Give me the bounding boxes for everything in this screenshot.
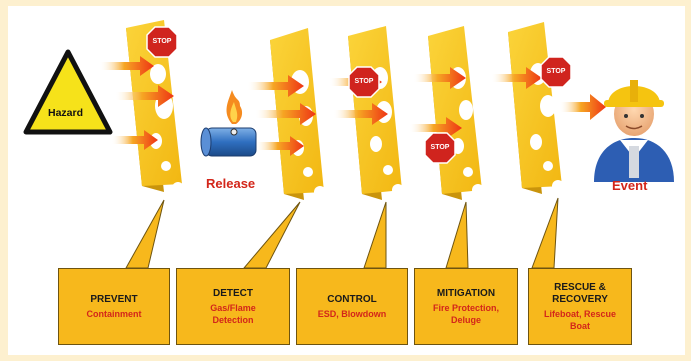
stop-sign-text: STOP — [152, 38, 172, 45]
callout-detect: DETECT Gas/Flame Detection — [176, 268, 290, 345]
callout-title: MITIGATION — [436, 287, 496, 299]
callout-subtitle: Lifeboat, Rescue Boat — [543, 308, 617, 331]
barrier-slice-5 — [508, 22, 564, 194]
arrow-icon — [116, 85, 174, 107]
callout-mitigation: MITIGATION Fire Protection, Deluge — [414, 268, 518, 345]
swiss-cheese-diagram: Hazard Release Event STOP STOP STOP STOP… — [8, 6, 685, 355]
release-pipe-icon — [200, 90, 257, 157]
callout-title: DETECT — [213, 287, 253, 299]
arrow-icon — [100, 56, 154, 76]
release-label: Release — [206, 176, 256, 191]
callout-subtitle: Containment — [86, 308, 142, 319]
arrow-icon — [248, 75, 304, 97]
callout-prevent: PREVENT Containment — [58, 268, 170, 345]
barrier-slice-4 — [428, 26, 484, 200]
arrow-icon — [560, 94, 606, 120]
callout-pointers — [125, 197, 559, 269]
worker-icon — [594, 80, 674, 182]
callout-control: CONTROL ESD, Blowdown — [296, 268, 408, 345]
callout-title: CONTROL — [327, 293, 377, 305]
stop-sign-text: STOP — [430, 144, 450, 151]
event-label: Event — [612, 178, 648, 193]
diagram-canvas — [23, 20, 674, 269]
arrow-icon — [334, 103, 388, 125]
stop-sign-text: STOP — [546, 68, 566, 75]
callout-rescue: RESCUE & RECOVERY Lifeboat, Rescue Boat — [528, 268, 632, 345]
arrow-icon — [414, 67, 466, 89]
arrow-icon — [410, 117, 462, 139]
callout-subtitle: Gas/Flame Detection — [210, 302, 256, 325]
arrow-icon — [492, 67, 542, 89]
callout-title: PREVENT — [90, 293, 138, 305]
arrow-icon — [256, 103, 316, 125]
hazard-label: Hazard — [48, 107, 84, 119]
hazard-sign — [23, 49, 113, 135]
arrow-icon — [256, 136, 304, 156]
stop-sign-text: STOP — [354, 78, 374, 85]
callout-title: RESCUE & RECOVERY — [552, 281, 608, 305]
arrow-icon — [112, 130, 158, 150]
callout-subtitle: ESD, Blowdown — [317, 308, 387, 319]
callout-subtitle: Fire Protection, Deluge — [432, 302, 499, 325]
